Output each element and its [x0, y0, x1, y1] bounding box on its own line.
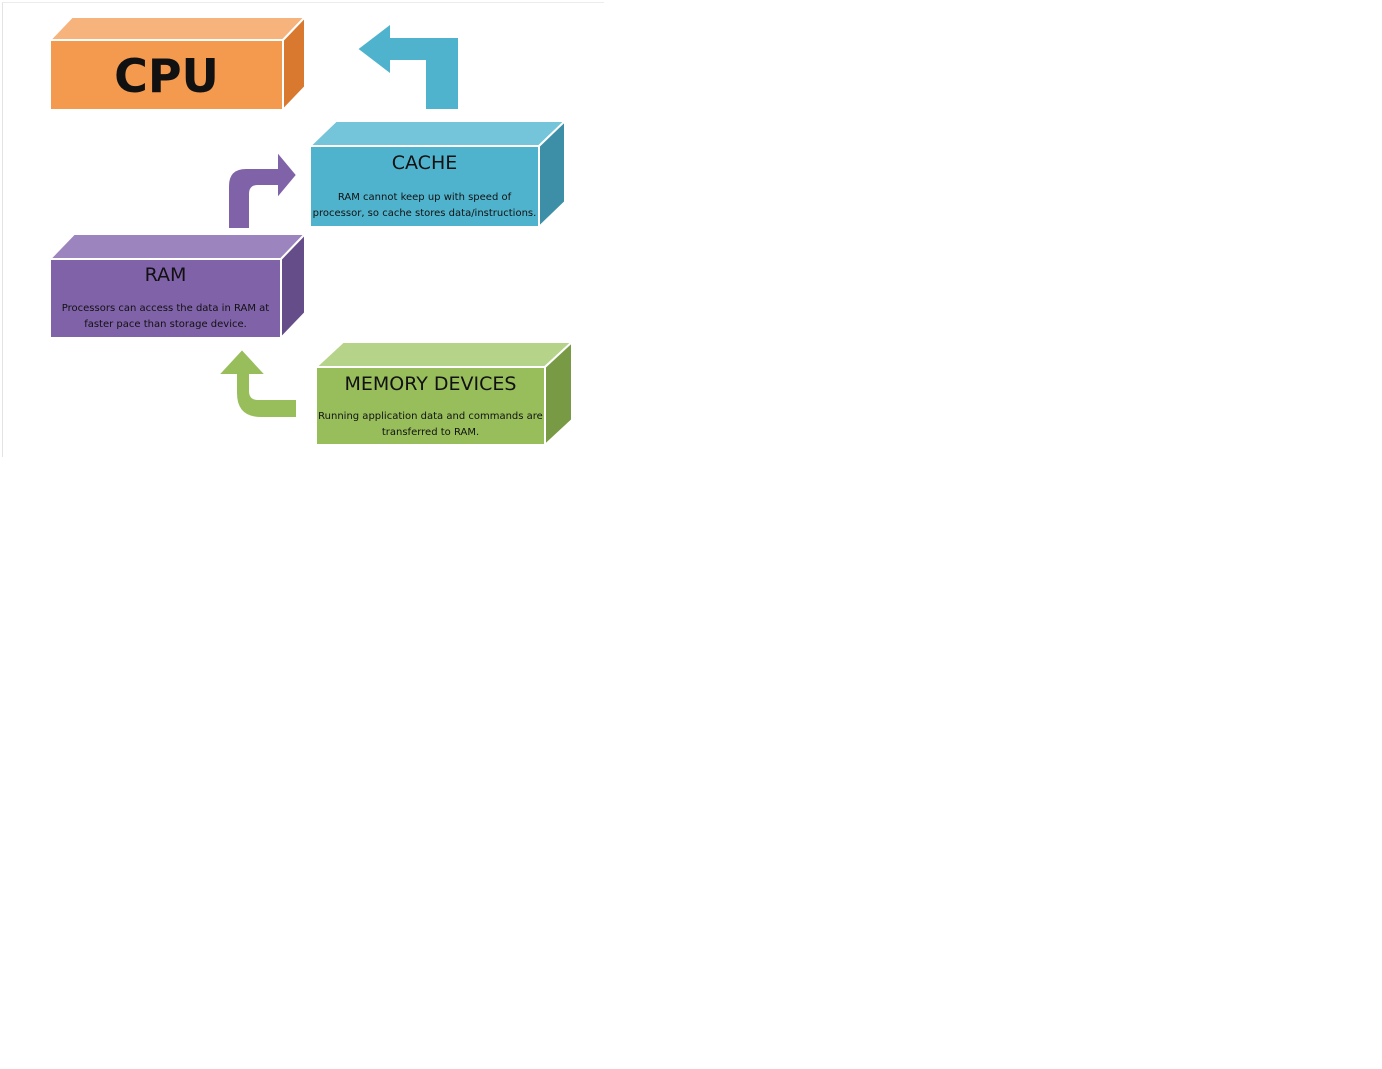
memory-to-ram-arrow	[215, 347, 298, 419]
ram-description-line-2: faster pace than storage device.	[84, 319, 247, 330]
ram-title: RAM	[144, 264, 187, 286]
memory-devices-description: Running application data and commands ar…	[316, 409, 545, 441]
memory-devices-description-line-1: Running application data and commands ar…	[318, 411, 543, 422]
ram-to-cache-arrow	[227, 148, 299, 230]
memory-devices-box	[313, 339, 575, 448]
memory-devices-title: MEMORY DEVICES	[344, 373, 517, 395]
cache-description-line-1: RAM cannot keep up with speed of	[337, 192, 512, 203]
memory-devices-description-line-2: transferred to RAM.	[381, 427, 480, 438]
cpu-title: CPU	[114, 49, 219, 103]
cpu-box	[47, 14, 308, 113]
cache-title: CACHE	[391, 152, 458, 174]
ram-box	[47, 231, 308, 341]
cache-description: RAM cannot keep up with speed of process…	[310, 190, 539, 222]
diagram-panel	[2, 2, 604, 457]
memory-hierarchy-diagram	[47, 14, 575, 448]
cache-box	[307, 118, 568, 230]
cache-description-line-2: processor, so cache stores data/instruct…	[312, 208, 537, 219]
cache-to-cpu-arrow	[355, 20, 460, 111]
ram-description-line-1: Processors can access the data in RAM at	[61, 303, 270, 314]
ram-description: Processors can access the data in RAM at…	[50, 301, 281, 333]
